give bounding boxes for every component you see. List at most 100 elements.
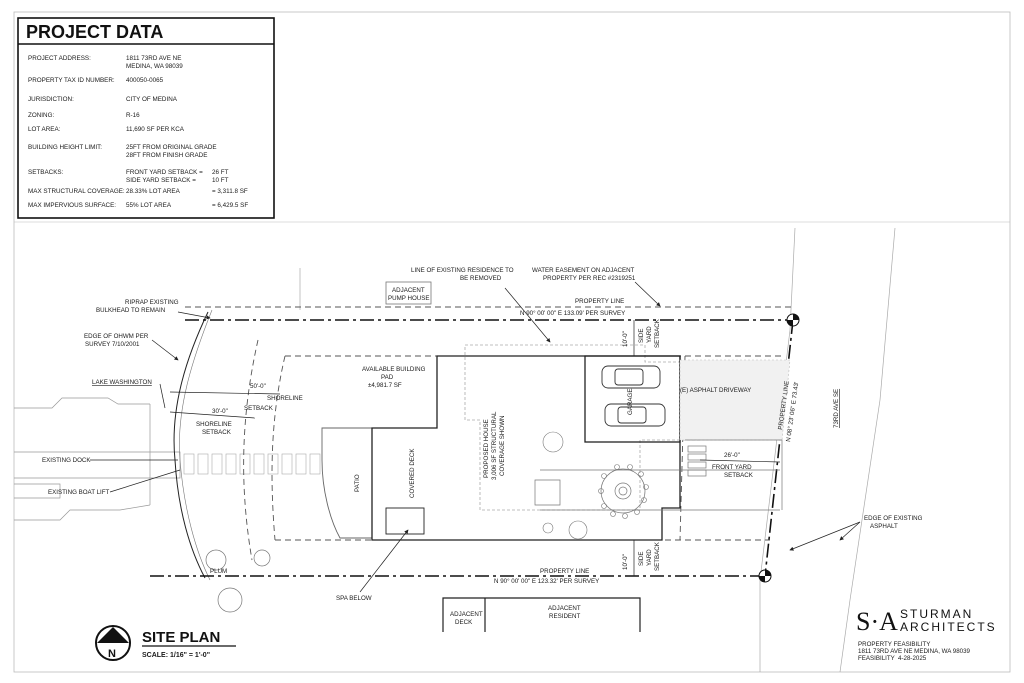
firm-line-1: PROPERTY FEASIBILITY [858, 641, 930, 648]
label-line-existing-2: BE REMOVED [460, 275, 502, 282]
label-adjacent-res-1: ADJACENT [548, 605, 581, 612]
adjacent-buildings [385, 281, 641, 632]
pd-val-jurisdiction: CITY OF MEDINA [126, 96, 178, 103]
patio [321, 427, 373, 539]
label-side-bottom-3: SETBACK [654, 541, 661, 571]
label-shoreline-30-1: SHORELINE [196, 421, 232, 428]
pd-key-taxid: PROPERTY TAX ID NUMBER: [28, 77, 115, 84]
auto-court [534, 439, 783, 514]
label-side-bottom-1: SIDE [638, 552, 645, 566]
court-trees [542, 431, 649, 540]
label-riprap-1: RIPRAP EXISTING [125, 299, 179, 306]
project-data-table: PROJECT DATA PROJECT ADDRESS: 1811 73RD … [17, 17, 275, 219]
north-letter: N [108, 648, 116, 660]
label-riprap-2: BULKHEAD TO REMAIN [96, 307, 165, 314]
label-easement-1: WATER EASEMENT ON ADJACENT [532, 267, 635, 274]
pd-val-front-setback: FRONT YARD SETBACK = [126, 169, 203, 176]
project-data-title: PROJECT DATA [26, 22, 163, 42]
label-house-3: COVERAGE SHOWN [499, 415, 506, 476]
pd-val-height: 25FT FROM ORIGINAL GRADE [126, 144, 217, 151]
pd-val-address-2: MEDINA, WA 98039 [126, 63, 183, 70]
shoreline-setback-30 [243, 339, 259, 561]
label-lake: LAKE WASHINGTON [92, 379, 152, 386]
label-boat-lift: EXISTING BOAT LIFT [48, 489, 110, 496]
pd-key-coverage: MAX STRUCTURAL COVERAGE: [28, 188, 125, 195]
label-shoreline-30-2: SETBACK [202, 429, 232, 436]
label-plum: PLUM [210, 568, 227, 575]
pd-amt-coverage: = 3,311.8 SF [212, 188, 248, 195]
leader-spa [359, 529, 409, 593]
label-pl-top-1: PROPERTY LINE [575, 298, 624, 305]
dim-50 [169, 391, 281, 395]
pd-val-taxid: 400050-0065 [126, 77, 164, 84]
site-plan-title: SITE PLAN [142, 629, 220, 646]
pd-key-height: BUILDING HEIGHT LIMIT: [28, 144, 102, 151]
pd-amt-side-setback: 10 FT [212, 177, 229, 184]
label-side-dim-top: 10'-0" [622, 331, 629, 347]
label-house-1: PROPOSED HOUSE [483, 419, 490, 478]
label-pl-bottom-2: N 90° 00' 00" E 123.32' PER SURVEY [494, 578, 599, 585]
label-covered-deck: COVERED DECK [409, 448, 416, 498]
dim-30 [169, 411, 256, 419]
covered-deck [385, 507, 425, 535]
label-side-top-1: SIDE [638, 329, 645, 343]
plum-trees [205, 549, 271, 613]
pd-key-zoning: ZONING: [28, 112, 54, 119]
firm-line-2: 1811 73RD AVE NE MEDINA, WA 98039 [858, 648, 971, 655]
firm-block: S·A STURMAN ARCHITECTS PROPERTY FEASIBIL… [856, 607, 997, 662]
firm-line-3-left: FEASIBILITY [858, 655, 895, 662]
property-lines [150, 319, 794, 577]
boat-lift [183, 453, 321, 475]
pd-val-lotarea: 11,690 SF PER KCA [126, 126, 185, 133]
pd-key-impervious: MAX IMPERVIOUS SURFACE: [28, 202, 116, 209]
firm-name-1: STURMAN [900, 607, 973, 621]
sheet-border [13, 11, 1011, 673]
label-spa: SPA BELOW [336, 595, 372, 602]
leader-easement [634, 281, 661, 307]
pd-key-lotarea: LOT AREA: [28, 126, 61, 133]
pd-key-jurisdiction: JURISDICTION: [28, 96, 74, 103]
label-front-2: SETBACK [724, 472, 754, 479]
firm-name-2: ARCHITECTS [900, 620, 997, 634]
dim-26 [699, 459, 781, 463]
label-pl-bottom-1: PROPERTY LINE [540, 568, 589, 575]
title-block: N SITE PLAN SCALE: 1/16" = 1'-0" [95, 625, 236, 661]
leader-edge-asphalt [789, 521, 861, 551]
label-pad-2: PAD [381, 374, 394, 381]
firm-line-3-right: 4-28-2025 [898, 655, 927, 662]
label-adjacent-deck-1: ADJACENT [450, 611, 483, 618]
pd-key-setbacks: SETBACKS: [28, 169, 64, 176]
leader-existing-residence [504, 287, 551, 343]
pd-val-side-setback: SIDE YARD SETBACK = [126, 177, 196, 184]
label-patio: PATIO [354, 474, 361, 492]
label-front-dim: 26'-0" [724, 452, 740, 459]
label-ohwm-2: SURVEY 7/10/2001 [85, 341, 140, 348]
label-pump-1: ADJACENT [392, 287, 425, 294]
street-edge [759, 227, 796, 672]
pd-val-height-2: 28FT FROM FINISH GRADE [126, 152, 207, 159]
label-shoreline-50-1: SHORELINE [267, 395, 303, 402]
pd-val-address: 1811 73RD AVE NE [126, 55, 181, 62]
pd-amt-impervious: = 6,429.5 SF [212, 202, 248, 209]
label-pump-2: PUMP HOUSE [388, 295, 430, 302]
cars [601, 365, 666, 427]
label-street: 73RD AVE SE [833, 389, 840, 428]
label-dim-30: 30'-0" [212, 408, 228, 415]
label-existing-dock: EXISTING DOCK [42, 457, 91, 464]
label-front-1: FRONT YARD [712, 464, 752, 471]
property-corners [758, 313, 800, 583]
label-pl-top-2: N 90° 00' 00" E 133.09' PER SURVEY [520, 310, 625, 317]
label-dim-50: 50'-0" [250, 383, 266, 390]
label-driveway: (E) ASPHALT DRIVEWAY [680, 387, 751, 394]
asphalt-driveway [679, 359, 791, 441]
label-pad-1: AVAILABLE BUILDING [362, 366, 426, 373]
label-shoreline-50-2: SETBACK [244, 405, 274, 412]
firm-monogram: S·A [856, 607, 898, 636]
label-side-bottom-2: YARD [646, 549, 653, 566]
site-plan-scale: SCALE: 1/16" = 1'-0" [142, 652, 210, 659]
leader-riprap [177, 311, 211, 320]
shoreline-setback-50 [271, 355, 286, 541]
leader-boatlift [109, 469, 181, 493]
label-garage: GARAGE [627, 389, 634, 415]
